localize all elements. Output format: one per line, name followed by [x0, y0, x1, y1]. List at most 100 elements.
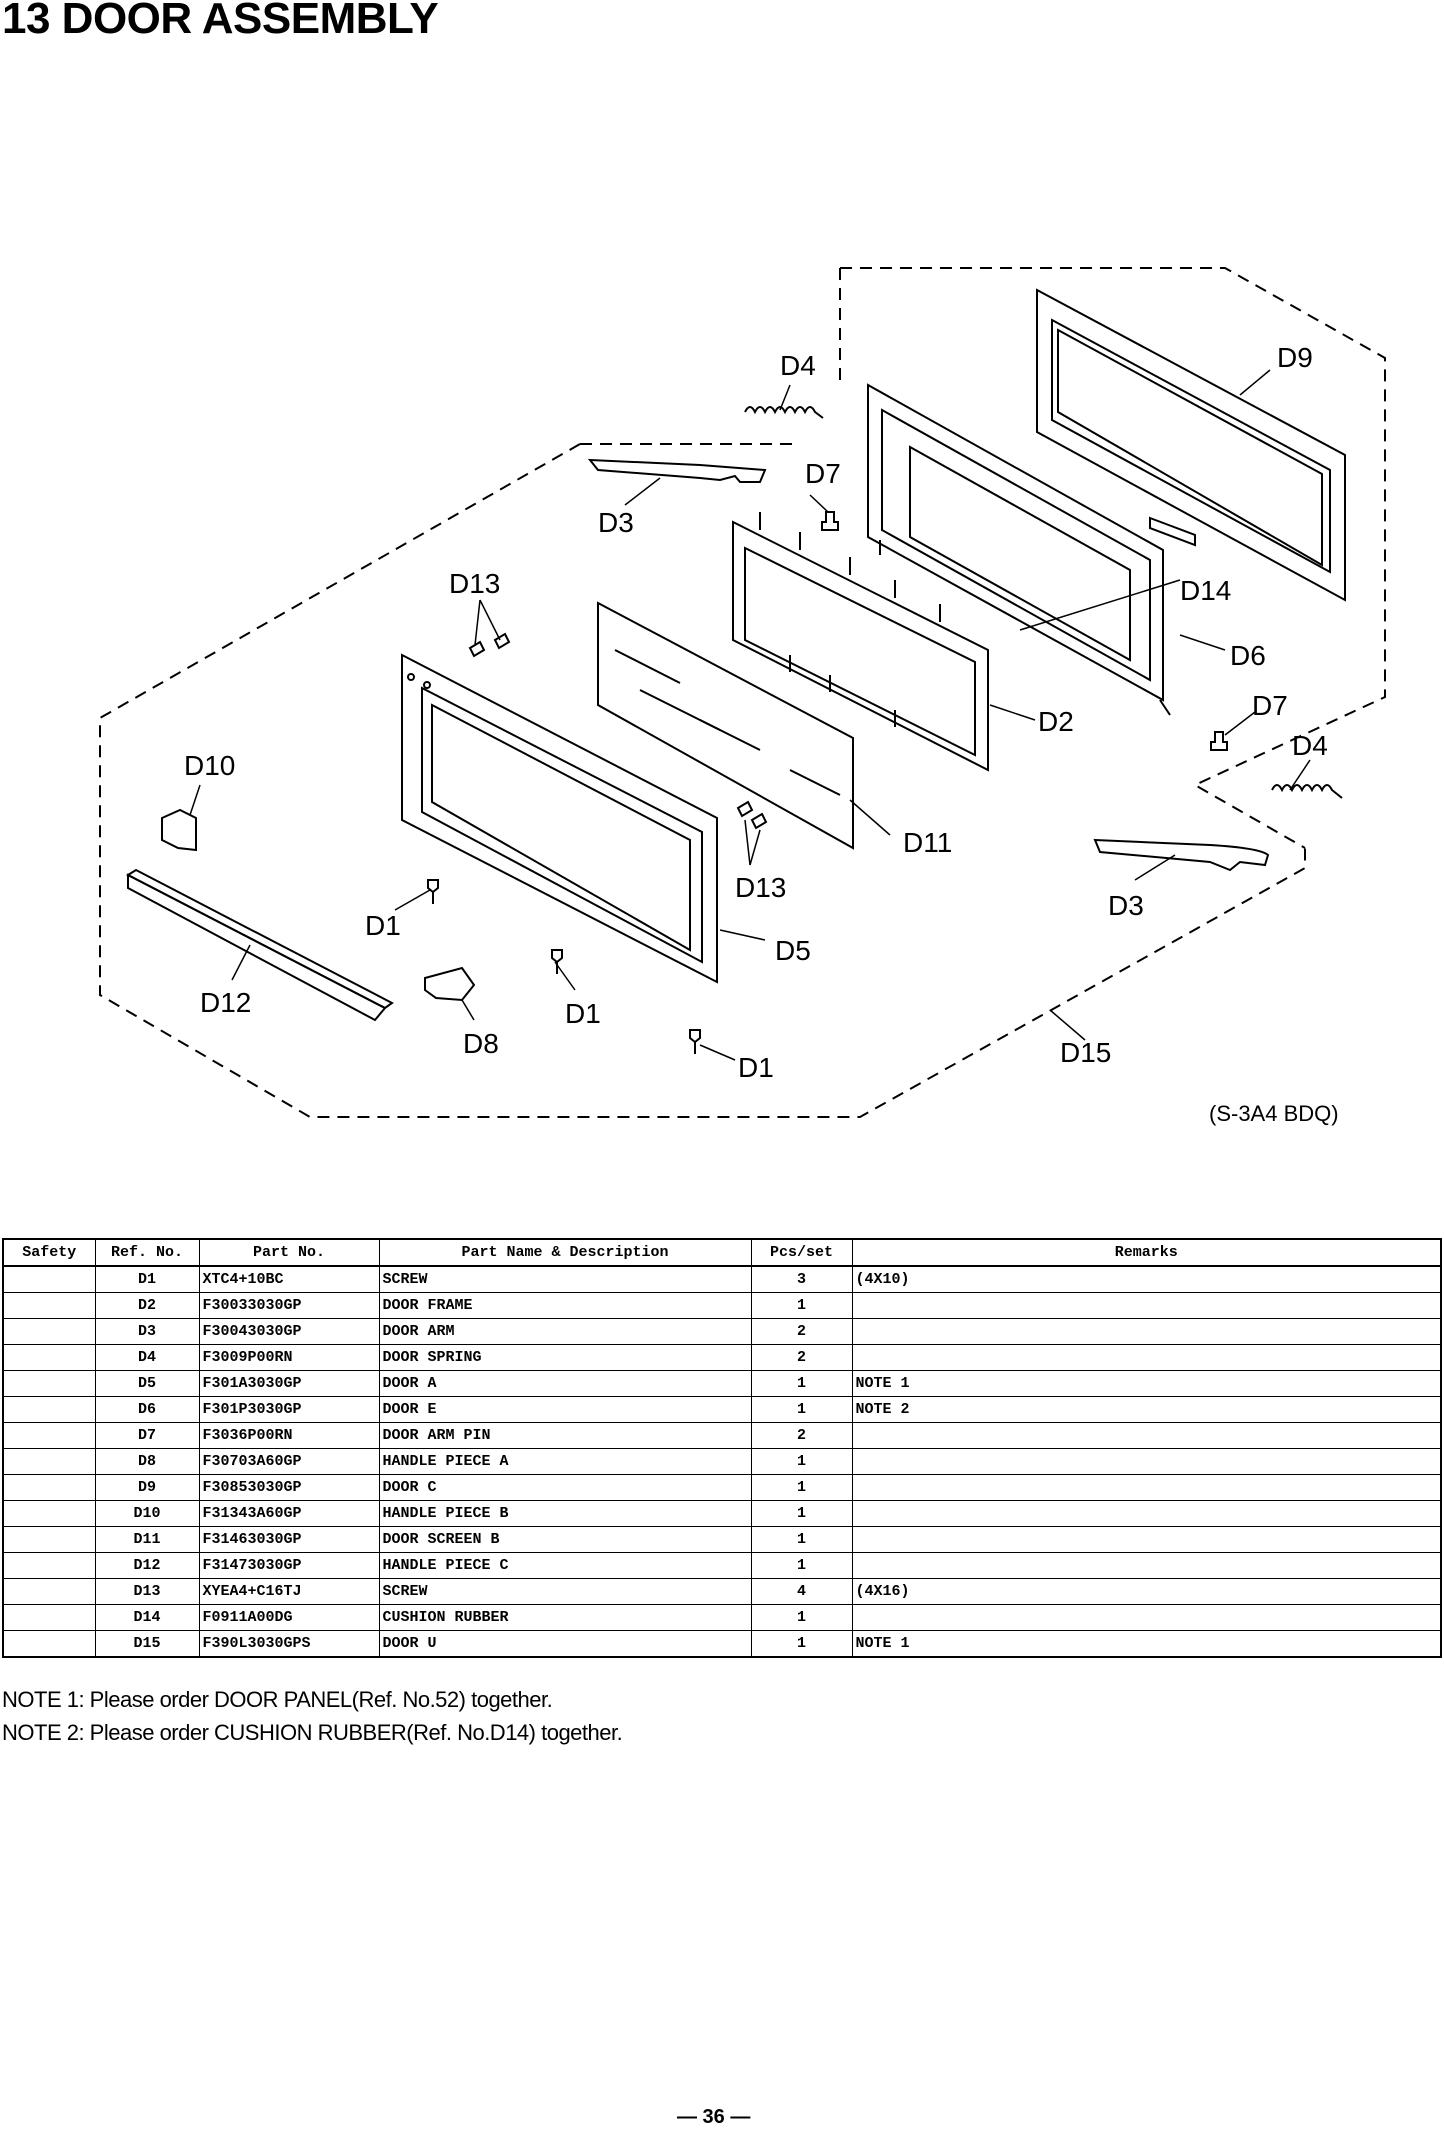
door-arm-top — [587, 458, 767, 483]
cushion-rubber-part — [1149, 516, 1196, 547]
header-part-no: Part No. — [198, 1238, 380, 1267]
handle-piece-c-part — [125, 868, 394, 1022]
safety-cell — [2, 1552, 96, 1579]
part-no-cell: F30703A60GP — [198, 1448, 380, 1475]
safety-cell — [2, 1292, 96, 1319]
remarks-cell: NOTE 1 — [851, 1370, 1442, 1397]
screws — [427, 632, 768, 1054]
ref-no-cell: D6 — [94, 1396, 200, 1423]
pcs-cell: 4 — [750, 1578, 853, 1605]
part-no-cell: F30043030GP — [198, 1318, 380, 1345]
ref-no-cell: D15 — [94, 1630, 200, 1658]
door-screen-part — [597, 601, 854, 850]
safety-cell — [2, 1448, 96, 1475]
part-name-cell: SCREW — [378, 1265, 752, 1293]
remarks-cell — [851, 1500, 1442, 1527]
ref-no-cell: D11 — [94, 1526, 200, 1553]
handle-piece-b-part — [161, 808, 197, 852]
safety-cell — [2, 1318, 96, 1345]
remarks-cell: NOTE 2 — [851, 1396, 1442, 1423]
pcs-cell: 2 — [750, 1422, 853, 1449]
leader-lines — [189, 369, 1311, 1061]
remarks-cell: (4X16) — [851, 1578, 1442, 1605]
part-no-cell: F3036P00RN — [198, 1422, 380, 1449]
label-d12: D12 — [200, 987, 251, 1018]
door-assembly-diagram: D4 D9 D7 D3 D13 D14 D6 D7 D4 D2 D10 D11 … — [99, 267, 1386, 1118]
remarks-cell — [851, 1422, 1442, 1449]
label-d13-top: D13 — [449, 568, 500, 599]
label-d1-mid: D1 — [565, 998, 601, 1029]
label-d7-top: D7 — [805, 458, 841, 489]
part-name-cell: DOOR ARM — [378, 1318, 752, 1345]
safety-cell — [2, 1474, 96, 1501]
diagram-code: (S-3A4 BDQ) — [1209, 1101, 1339, 1126]
header-pcs-set: Pcs/set — [750, 1238, 853, 1267]
safety-cell — [2, 1500, 96, 1527]
pcs-cell: 1 — [750, 1474, 853, 1501]
note-1: NOTE 1: Please order DOOR PANEL(Ref. No.… — [2, 1687, 553, 1712]
label-d6: D6 — [1230, 640, 1266, 671]
pcs-cell: 3 — [750, 1265, 853, 1293]
label-d13-mid: D13 — [735, 872, 786, 903]
part-name-cell: DOOR E — [378, 1396, 752, 1423]
pcs-cell: 1 — [750, 1552, 853, 1579]
ref-no-cell: D3 — [94, 1318, 200, 1345]
ref-no-cell: D7 — [94, 1422, 200, 1449]
remarks-cell — [851, 1604, 1442, 1631]
ref-no-cell: D10 — [94, 1500, 200, 1527]
remarks-cell — [851, 1448, 1442, 1475]
page-number: — 36 — — [677, 2106, 751, 2128]
part-no-cell: F30033030GP — [198, 1292, 380, 1319]
label-d10: D10 — [184, 750, 235, 781]
remarks-cell — [851, 1292, 1442, 1319]
safety-cell — [2, 1630, 96, 1658]
notes: NOTE 1: Please order DOOR PANEL(Ref. No.… — [2, 1683, 623, 1749]
part-name-cell: DOOR ARM PIN — [378, 1422, 752, 1449]
part-name-cell: DOOR C — [378, 1474, 752, 1501]
label-d1-left: D1 — [365, 910, 401, 941]
remarks-cell — [851, 1474, 1442, 1501]
part-no-cell: F31463030GP — [198, 1526, 380, 1553]
safety-cell — [2, 1370, 96, 1397]
part-no-cell: XYEA4+C16TJ — [198, 1578, 380, 1605]
pcs-cell: 1 — [750, 1630, 853, 1658]
boundary-right — [840, 267, 1386, 849]
ref-no-cell: D8 — [94, 1448, 200, 1475]
part-name-cell: HANDLE PIECE B — [378, 1500, 752, 1527]
door-arm-pin-right — [1210, 731, 1228, 751]
safety-cell — [2, 1526, 96, 1553]
safety-cell — [2, 1396, 96, 1423]
part-no-cell: F31473030GP — [198, 1552, 380, 1579]
table-header-row: Safety Ref. No. Part No. Part Name & Des… — [2, 1238, 1442, 1267]
remarks-cell — [851, 1344, 1442, 1371]
safety-cell — [2, 1604, 96, 1631]
part-no-cell: F390L3030GPS — [198, 1630, 380, 1658]
door-frame-part — [732, 512, 989, 772]
page-title: 13 DOOR ASSEMBLY — [2, 0, 439, 43]
header-part-name: Part Name & Description — [378, 1238, 752, 1267]
ref-no-cell: D14 — [94, 1604, 200, 1631]
label-d14: D14 — [1180, 575, 1231, 606]
part-name-cell: DOOR SPRING — [378, 1344, 752, 1371]
safety-cell — [2, 1422, 96, 1449]
pcs-cell: 2 — [750, 1344, 853, 1371]
ref-no-cell: D9 — [94, 1474, 200, 1501]
label-d4-right: D4 — [1292, 730, 1328, 761]
remarks-cell — [851, 1552, 1442, 1579]
part-no-cell: F301A3030GP — [198, 1370, 380, 1397]
label-d3-right: D3 — [1108, 890, 1144, 921]
label-d15: D15 — [1060, 1037, 1111, 1068]
door-a-part — [401, 653, 718, 984]
door-arm-pin-top — [821, 511, 839, 531]
part-no-cell: XTC4+10BC — [198, 1265, 380, 1293]
part-name-cell: CUSHION RUBBER — [378, 1604, 752, 1631]
part-name-cell: SCREW — [378, 1578, 752, 1605]
